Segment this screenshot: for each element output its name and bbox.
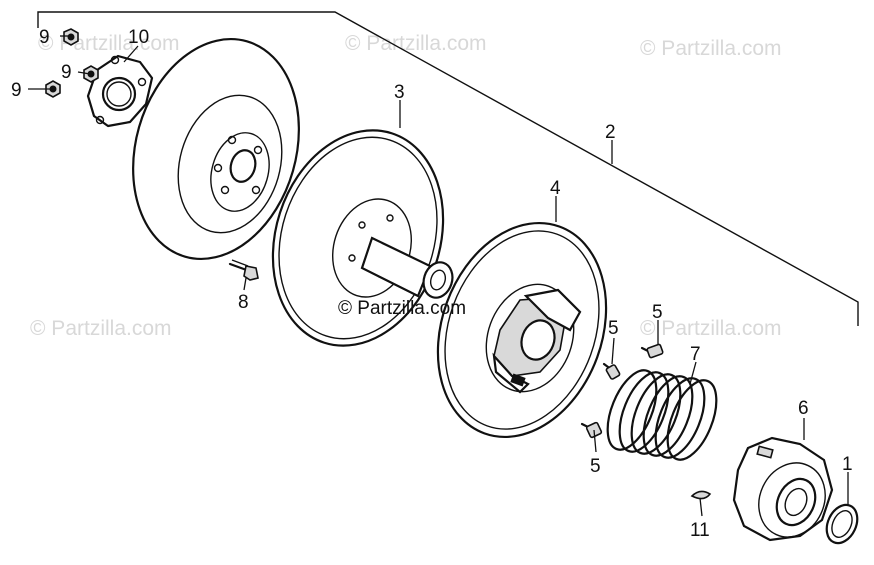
callout-9: 9 [61,62,72,83]
roller-pin-part [640,343,664,359]
watermark: © Partzilla.com [38,32,180,55]
nut-part [83,65,99,83]
bolt-part [228,259,259,281]
roller-pin-part [602,362,621,380]
callout-5: 5 [652,302,663,323]
callout-5: 5 [608,318,619,339]
callout-11: 11 [690,520,710,541]
gasket-part [86,54,154,128]
circlip-part [825,503,859,545]
callout-9: 9 [39,27,50,48]
callout-9: 9 [11,80,22,101]
nut-part [45,80,61,98]
drive-face-part [271,129,454,347]
callout-5: 5 [590,456,601,477]
roller-pin-part [580,421,603,439]
callout-2: 2 [605,122,616,143]
nut-part [63,28,79,46]
callout-4: 4 [550,178,561,199]
sliding-face-part [436,221,608,439]
watermark: © Partzilla.com [640,317,782,340]
callout-6: 6 [798,398,809,419]
fixed-face-disc [132,38,300,260]
center-watermark: © Partzilla.com [338,298,466,319]
callout-10: 10 [128,27,149,48]
watermark: © Partzilla.com [30,317,172,340]
assembly-bracket [37,11,859,326]
key-part [690,490,712,500]
watermark: © Partzilla.com [345,32,487,55]
watermark: © Partzilla.com [640,37,782,60]
ramp-plate-part [732,436,834,542]
callout-3: 3 [394,82,405,103]
callout-7: 7 [690,344,701,365]
callout-1: 1 [842,454,853,475]
callout-8: 8 [238,292,249,313]
spring-part [606,369,718,461]
